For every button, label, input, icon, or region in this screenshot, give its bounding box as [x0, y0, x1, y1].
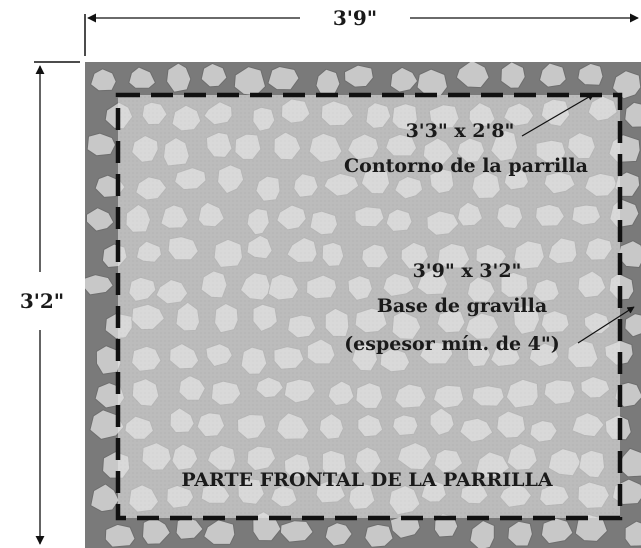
gravel-stone: [175, 516, 204, 540]
gravel-base-callout: 3'9" x 3'2" Base de gravilla (espesor mí…: [344, 260, 635, 355]
gravel-stone: [86, 207, 115, 232]
gravel-stone: [128, 66, 156, 89]
gravel-base: [85, 62, 641, 548]
gravel-stone: [86, 132, 116, 157]
grill-outline-size: 3'3" x 2'8": [406, 120, 515, 142]
gravel-stone: [203, 519, 236, 545]
leader-arrow-icon: [521, 93, 595, 137]
gravel-stone: [540, 517, 574, 545]
gravel-stone: [142, 516, 171, 545]
front-label: PARTE FRONTAL DE LA PARRILLA: [181, 469, 552, 491]
gravel-stone: [89, 409, 125, 440]
base-height-label: 3'2": [20, 289, 64, 313]
grill-area-overlay: [118, 95, 620, 518]
gravel-stone: [90, 68, 117, 92]
gravel-stone: [624, 520, 641, 547]
gravel-base-note: (espesor mín. de 4"): [344, 333, 560, 355]
gravel-stone: [624, 313, 641, 338]
gravel-base-size: 3'9" x 3'2": [413, 260, 522, 282]
top-dimension: 3'9": [84, 6, 639, 56]
gravel-stone: [539, 62, 567, 88]
gravel-stone: [364, 523, 394, 548]
gravel-stone: [279, 520, 314, 543]
gravel-stone: [389, 66, 419, 93]
gravel-stone: [324, 522, 353, 547]
grill-outline: [115, 92, 623, 521]
gravel-stone: [344, 64, 374, 88]
gravel-stone: [507, 520, 533, 547]
gravel-stone: [85, 274, 114, 296]
left-dimension: 3'2": [20, 61, 80, 545]
gravel-stone: [500, 62, 526, 89]
gravel-stone: [200, 62, 228, 88]
gravel-stone: [166, 62, 192, 93]
gravel-stone: [612, 70, 641, 100]
base-width-label: 3'9": [333, 6, 377, 30]
gravel-stone: [104, 523, 136, 548]
gravel-base-label: Base de gravilla: [377, 295, 547, 317]
grill-outline-label: Contorno de la parrilla: [344, 155, 588, 177]
gravel-stone: [455, 62, 490, 89]
grill-outline-callout: 3'3" x 2'8" Contorno de la parrilla: [344, 93, 595, 177]
gravel-stone: [90, 483, 120, 513]
leader-arrow-icon: [577, 306, 635, 344]
gravel-stone: [267, 66, 300, 91]
gravel-stone: [577, 62, 604, 86]
